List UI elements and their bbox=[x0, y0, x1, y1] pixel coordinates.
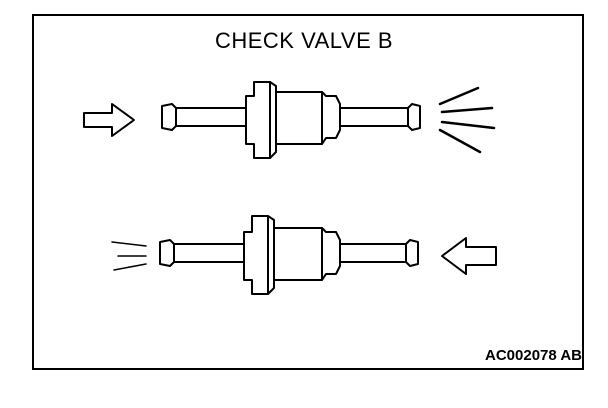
flow-out-spray bbox=[438, 86, 496, 154]
diagram-title: CHECK VALVE B bbox=[214, 28, 394, 53]
valve-body bbox=[243, 215, 341, 295]
flow-in-arrow-reverse bbox=[441, 237, 497, 275]
figure-frame bbox=[32, 14, 584, 370]
flow-in-arrow bbox=[83, 103, 135, 137]
left-nozzle bbox=[159, 239, 245, 267]
right-nozzle bbox=[339, 239, 419, 267]
valve-body bbox=[245, 81, 341, 159]
left-nozzle bbox=[161, 103, 247, 131]
flow-out-leak bbox=[111, 241, 147, 271]
check-valve-top bbox=[161, 81, 421, 159]
check-valve-bottom bbox=[159, 215, 419, 295]
figure-id-label: AC002078 AB bbox=[485, 347, 582, 364]
right-nozzle bbox=[339, 103, 421, 131]
